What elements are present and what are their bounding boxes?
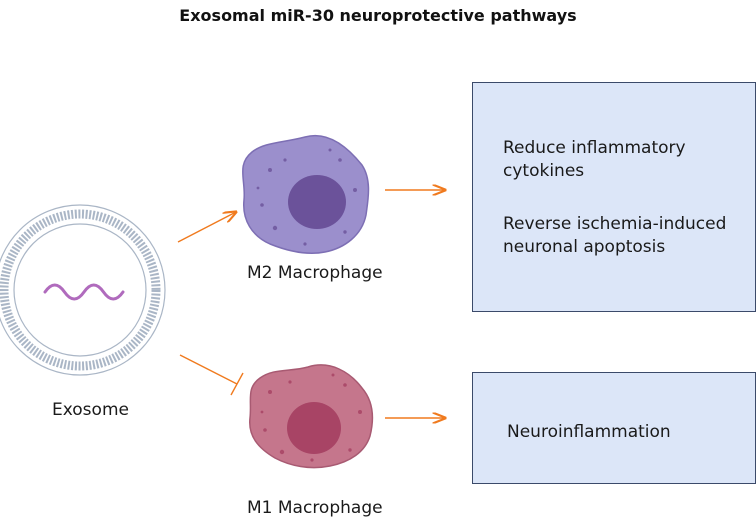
m2-macrophage-icon	[242, 134, 370, 255]
outcome-box-m1: Neuroinflammation	[472, 372, 756, 484]
outcome-text-1: Reduce inflammatory cytokines	[503, 137, 686, 183]
outcome-line: neuronal apoptosis	[503, 237, 666, 257]
outcome-line: cytokines	[503, 161, 585, 181]
arrow-exosome-to-m2	[177, 212, 236, 243]
outcome-line: Reduce inflammatory	[503, 138, 686, 158]
mirna-strand-icon	[43, 283, 125, 301]
outcome-text-3: Neuroinflammation	[507, 422, 671, 442]
diagram-title: Exosomal miR-30 neuroprotective pathways	[179, 6, 577, 25]
outcome-box-m2: Reduce inflammatory cytokines Reverse is…	[472, 82, 756, 312]
outcome-text-2: Reverse ischemia-induced neuronal apopto…	[503, 213, 726, 259]
m2-macrophage-label: M2 Macrophage	[247, 263, 383, 283]
m1-macrophage-icon	[249, 364, 374, 469]
outcome-line: Reverse ischemia-induced	[503, 214, 727, 234]
exosome-label: Exosome	[52, 400, 129, 420]
exosome-icon	[0, 204, 166, 376]
m1-macrophage-label: M1 Macrophage	[247, 498, 383, 518]
inhibit-exosome-to-m1	[179, 354, 244, 396]
